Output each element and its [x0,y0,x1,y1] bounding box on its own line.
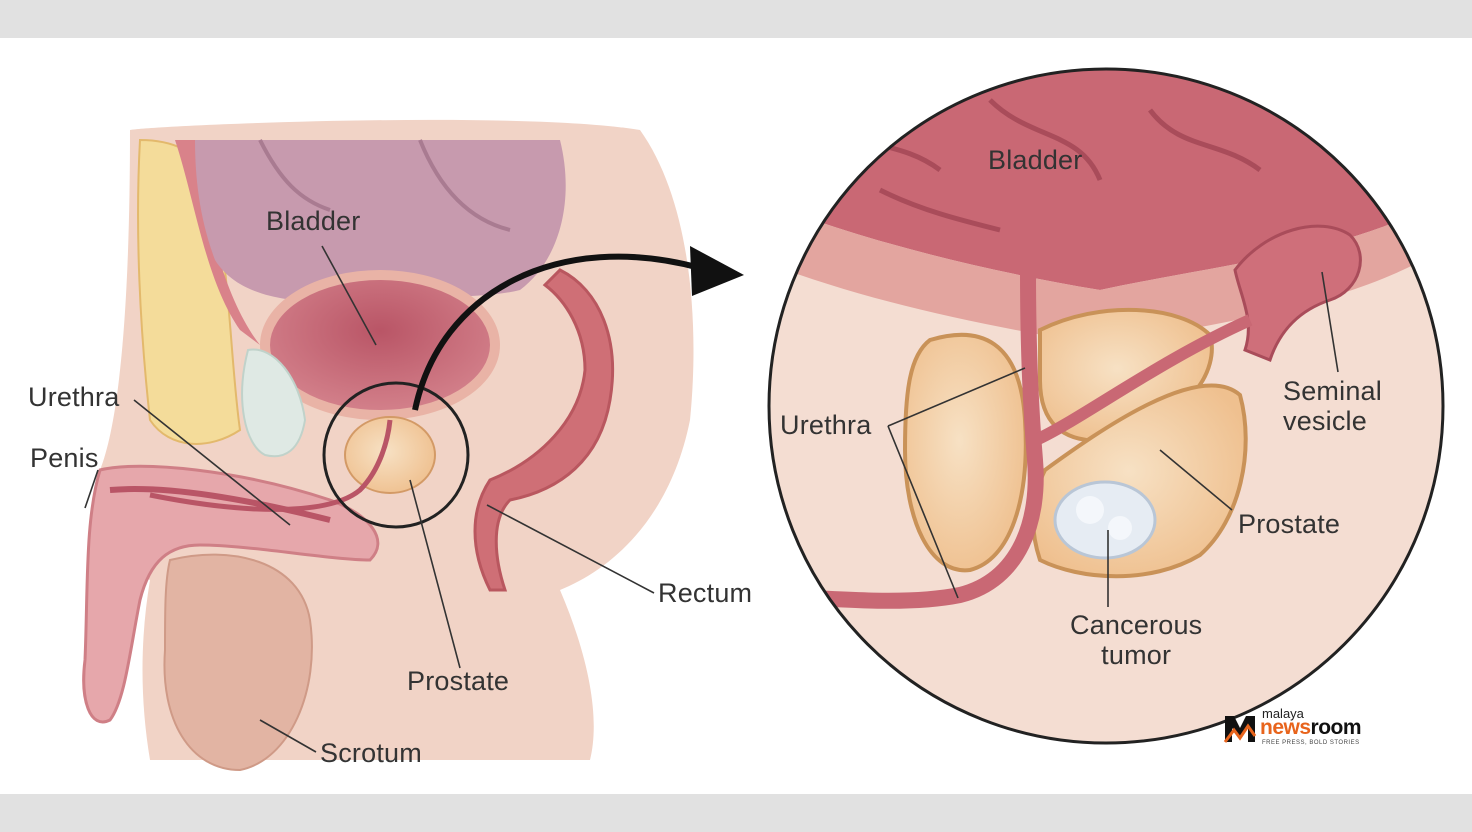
label-seminal-vesicle: Seminal vesicle [1283,376,1382,436]
label-urethra-left: Urethra [28,382,120,412]
zoom-circle [322,381,470,529]
label-bladder-left: Bladder [266,206,361,236]
bladder-left [260,270,500,420]
label-urethra-right: Urethra [780,410,872,440]
logo-top-word: malaya [1262,706,1304,721]
rectum-left [473,268,615,592]
label-prostate-left: Prostate [407,666,510,696]
pubic-bone [241,348,307,458]
abdominal-muscle [175,140,260,345]
logo-tagline: FREE PRESS, BOLD STORIES [1262,740,1360,746]
label-scrotum-left: Scrotum [320,738,422,768]
urethra-left [149,419,393,512]
label-bladder-right: Bladder [988,145,1083,175]
label-rectum-left: Rectum [658,578,753,608]
curved-arrow-icon [412,253,701,411]
magnified-view [767,67,1445,745]
urethra-right [769,269,1044,609]
logo-main-word: newsroom [1260,716,1362,739]
penis-left [82,464,380,724]
label-penis-left: Penis [30,443,99,473]
mn-logo-icon [1223,716,1257,743]
prostate-lobe-left [902,332,1028,573]
label-cancerous-tumor: Cancerous tumor [1070,610,1203,670]
sagittal-view [82,119,744,772]
seminal-vesicle [1233,224,1362,362]
label-prostate-right: Prostate [1238,509,1341,539]
tumor [1053,480,1157,560]
scrotum-left [163,553,313,772]
logo: malaya newsroom FREE PRESS, BOLD STORIES [1222,706,1372,750]
prostate-left [344,416,436,494]
magnify-ring [767,67,1445,745]
